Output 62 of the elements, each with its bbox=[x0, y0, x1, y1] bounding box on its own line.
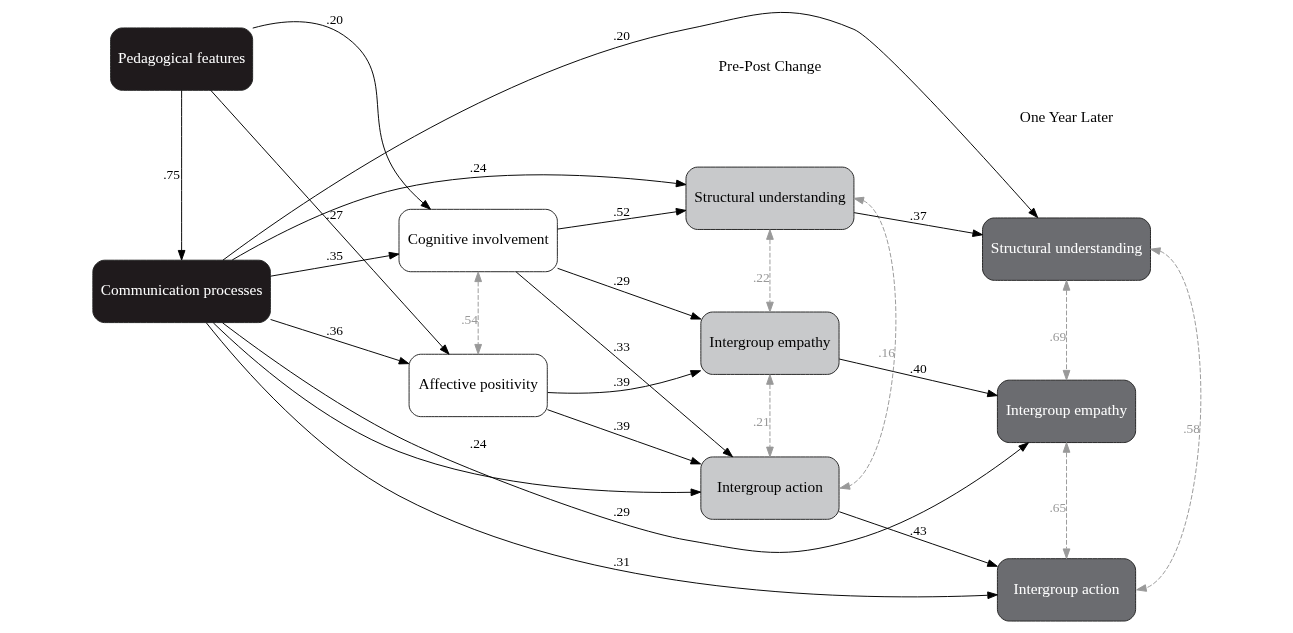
edge-label: .37 bbox=[909, 207, 927, 223]
node-box: Communication processes bbox=[91, 259, 271, 324]
edge-label: .39 bbox=[612, 373, 630, 389]
arrow bbox=[231, 174, 686, 261]
edge-label: .69 bbox=[1048, 328, 1066, 344]
arrow bbox=[546, 370, 701, 394]
node-box: Intergroup action bbox=[699, 456, 840, 520]
edge-label: .24 bbox=[469, 159, 487, 175]
arrow bbox=[473, 271, 482, 355]
edge-label: .24 bbox=[469, 436, 487, 452]
edge-label: .22 bbox=[752, 269, 770, 285]
arrow bbox=[269, 251, 399, 277]
edge-label: .58 bbox=[1182, 421, 1200, 437]
edge-label: .65 bbox=[1048, 499, 1066, 515]
node-box: Intergroup empathy bbox=[996, 379, 1136, 444]
edge-label: .75 bbox=[162, 166, 180, 182]
node-box: Intergroup empathy bbox=[699, 311, 840, 375]
edge-label: .27 bbox=[325, 206, 343, 222]
arrow bbox=[515, 271, 733, 458]
edge-label: .36 bbox=[325, 322, 343, 338]
label: One Year Later bbox=[1019, 108, 1113, 126]
edge-label: .20 bbox=[612, 28, 630, 44]
arrow bbox=[177, 89, 185, 261]
arrow bbox=[838, 358, 998, 398]
node-box: Pedagogical features bbox=[109, 27, 253, 91]
arrow bbox=[765, 374, 774, 458]
node-box: Affective positivity bbox=[408, 353, 548, 418]
edge-label: .33 bbox=[612, 339, 630, 355]
arrow bbox=[853, 212, 983, 237]
arrow bbox=[205, 322, 998, 600]
arrow bbox=[212, 322, 701, 497]
arrow bbox=[251, 21, 431, 210]
edge-label: .21 bbox=[752, 414, 770, 430]
edge-label: .31 bbox=[612, 554, 630, 570]
node-box: Structural understanding bbox=[685, 166, 854, 230]
label: Pre-Post Change bbox=[718, 57, 821, 75]
arrow bbox=[838, 511, 998, 567]
node-box: Structural understanding bbox=[981, 217, 1151, 281]
arrow bbox=[556, 267, 701, 320]
edge-label: .54 bbox=[460, 311, 478, 327]
arrow bbox=[1135, 247, 1201, 592]
arrow bbox=[1062, 442, 1070, 559]
arrow bbox=[546, 409, 701, 465]
edge-label: .20 bbox=[325, 11, 343, 27]
edge-label: .52 bbox=[612, 203, 630, 219]
node-box: Intergroup action bbox=[996, 558, 1136, 622]
arrow bbox=[556, 207, 686, 230]
edge-label: .43 bbox=[909, 523, 927, 539]
arrow bbox=[221, 11, 1038, 261]
edge-label: .29 bbox=[612, 504, 630, 520]
edge-label: .39 bbox=[612, 417, 630, 433]
node-box: Cognitive involvement bbox=[398, 208, 558, 273]
arrow bbox=[209, 89, 450, 355]
arrow bbox=[269, 319, 409, 365]
edge-label: .35 bbox=[325, 247, 343, 263]
arrow bbox=[839, 196, 896, 490]
arrow bbox=[765, 229, 774, 313]
edge-label: .40 bbox=[909, 361, 927, 377]
edge-label: .16 bbox=[877, 344, 895, 360]
edge-label: .29 bbox=[612, 272, 630, 288]
arrow bbox=[221, 322, 1029, 553]
arrow bbox=[1062, 280, 1070, 381]
